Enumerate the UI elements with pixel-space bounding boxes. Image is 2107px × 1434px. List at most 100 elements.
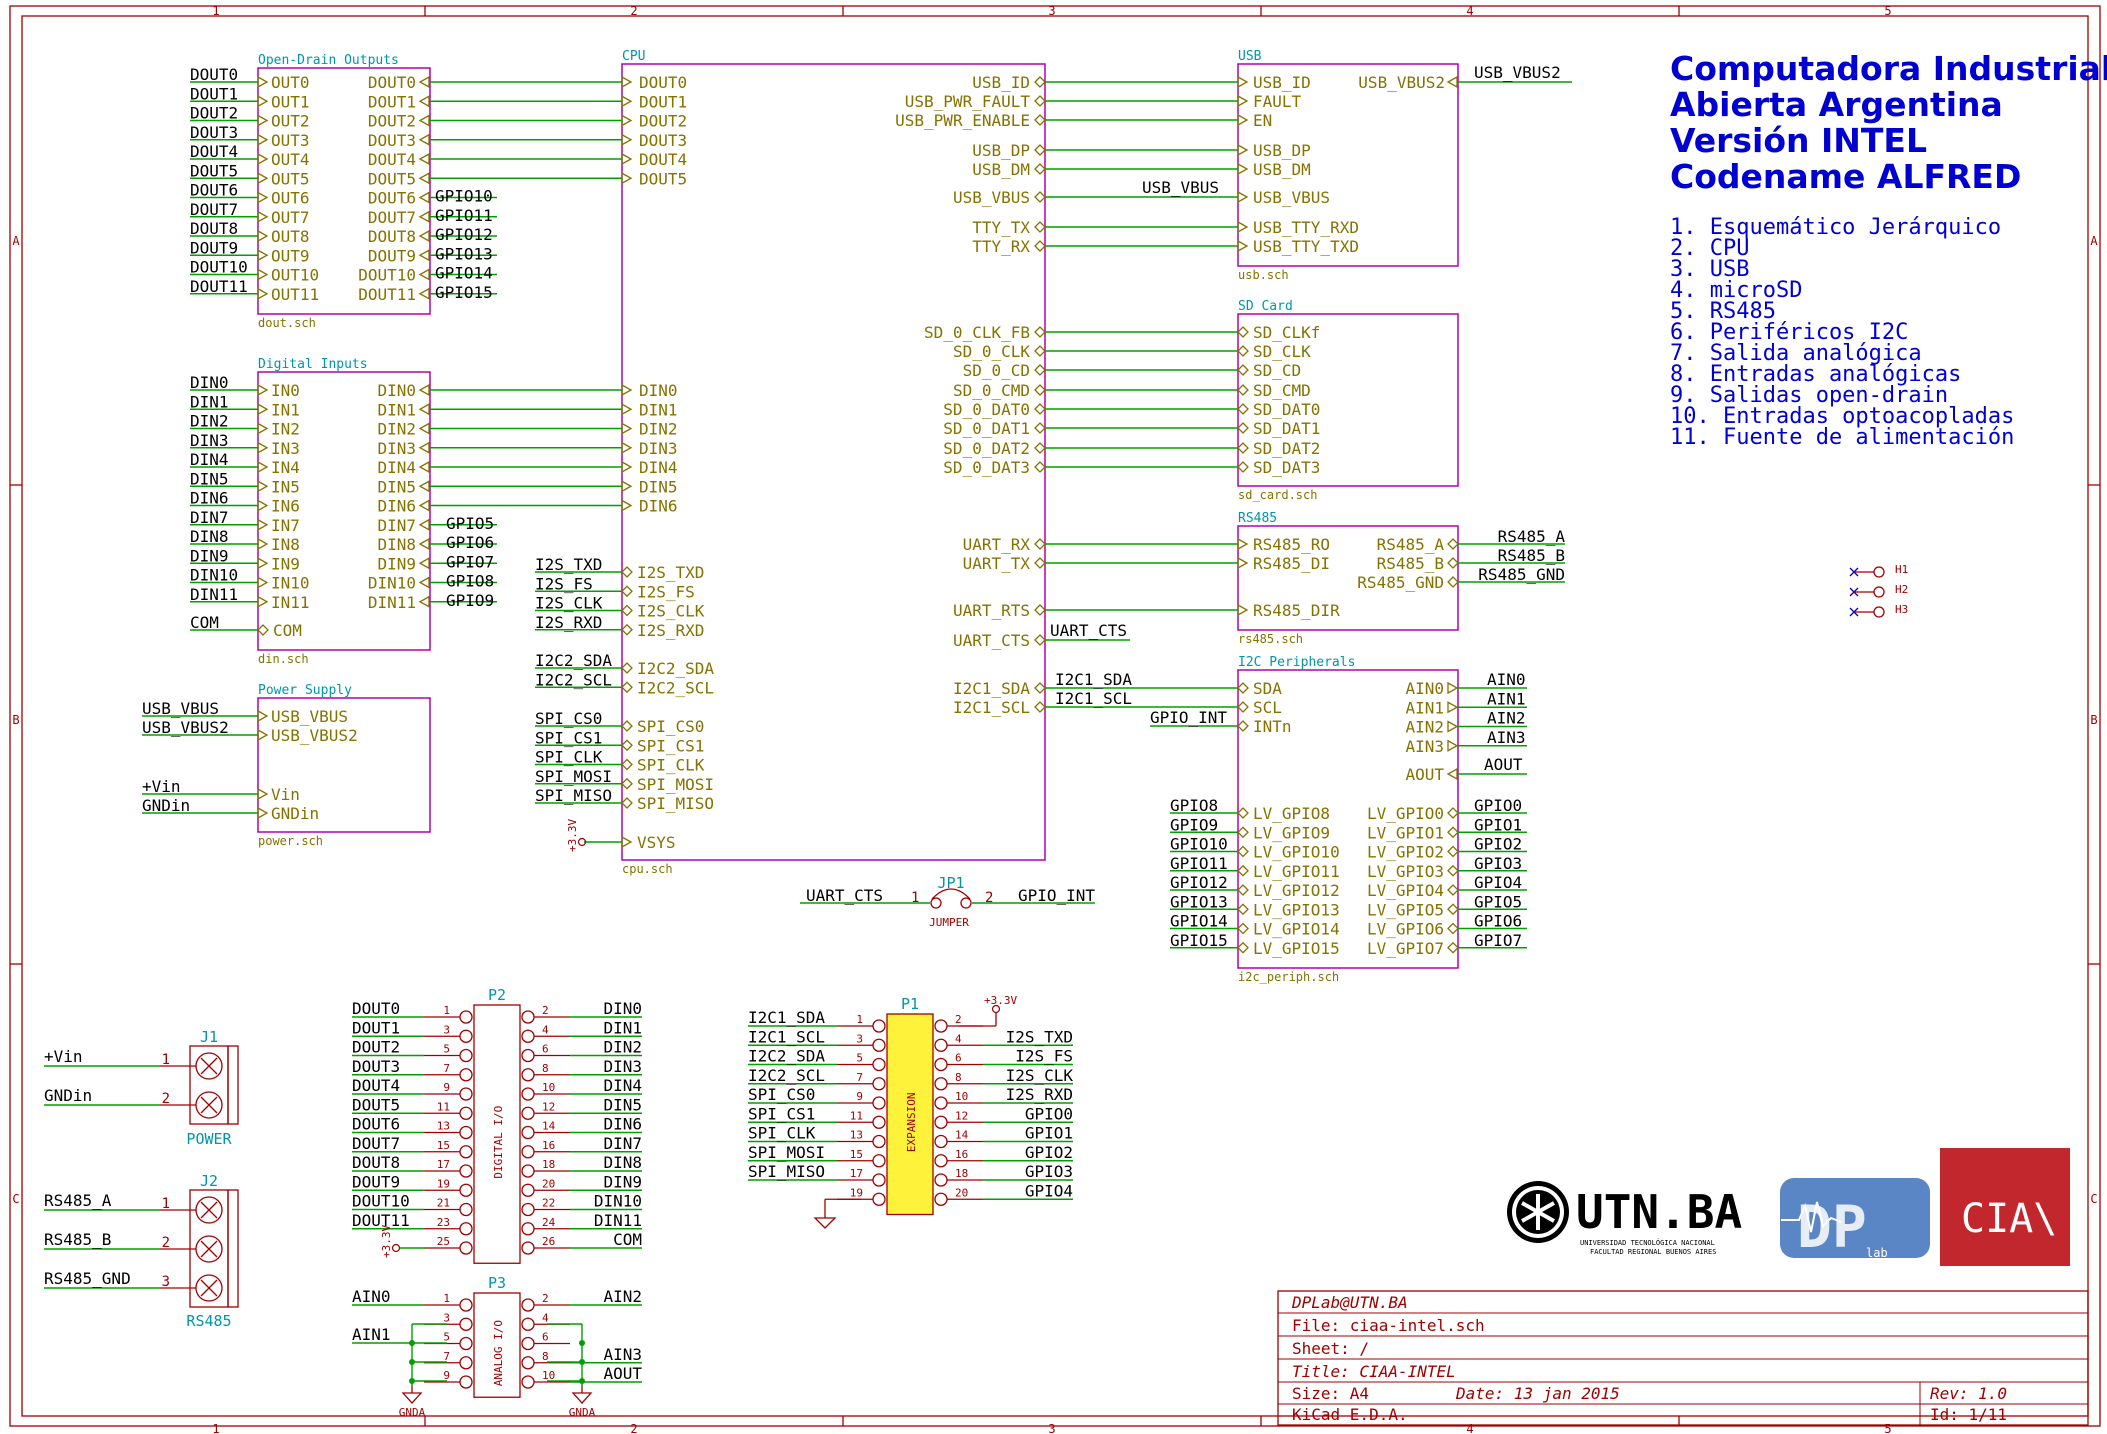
sheet-pin-marker bbox=[1237, 941, 1249, 954]
p1-net-left: I2C2_SCL bbox=[748, 1066, 825, 1085]
sheet-pin-marker bbox=[1237, 162, 1249, 176]
p2-body bbox=[473, 1004, 521, 1264]
cpu-spi-net: SPI_CLK bbox=[535, 748, 603, 767]
junction bbox=[579, 1340, 585, 1346]
i2c-lvl-pin: LV_GPIO13 bbox=[1253, 900, 1340, 919]
rs485-pin: RS485_DIR bbox=[1253, 601, 1340, 620]
jumper-pin1: 1 bbox=[911, 890, 919, 906]
p3-pin-num: 6 bbox=[542, 1331, 549, 1344]
cpu-usb-pin: USB_PWR_FAULT bbox=[905, 92, 1031, 111]
sheet-pin-marker bbox=[418, 75, 430, 89]
cpu-sd-pin: SD_0_CD bbox=[963, 361, 1030, 380]
gnda-label: GNDA bbox=[399, 1406, 426, 1419]
sheet-pin-marker bbox=[1034, 604, 1046, 616]
cpu-i2s-net: I2S_TXD bbox=[535, 555, 602, 574]
cpu-i2s-net: I2S_CLK bbox=[535, 594, 603, 613]
p2-pad bbox=[459, 1202, 473, 1217]
p2-pin-num: 14 bbox=[542, 1120, 556, 1133]
i2c-ain-net: AIN2 bbox=[1487, 709, 1526, 728]
power-pin: GNDin bbox=[271, 804, 319, 823]
din-sheet-file: din.sch bbox=[258, 652, 309, 666]
cpu-pin-dout: DOUT3 bbox=[639, 131, 687, 150]
sheet-pin-marker bbox=[1237, 345, 1249, 357]
junction bbox=[409, 1359, 415, 1365]
i2c-pin: INTn bbox=[1253, 717, 1292, 736]
p1-net-right: GPIO4 bbox=[1025, 1181, 1073, 1200]
sheet-pin-marker bbox=[621, 585, 633, 598]
p3-pad bbox=[521, 1298, 535, 1312]
j1-net: GNDin bbox=[44, 1086, 92, 1105]
sheet-pin-marker bbox=[1237, 903, 1249, 916]
sheet-pin-marker bbox=[1034, 384, 1046, 396]
p1-value: EXPANSION bbox=[905, 1092, 918, 1152]
cpu-uartcts-net: UART_CTS bbox=[1050, 621, 1127, 640]
rs485-pin: RS485_DI bbox=[1253, 554, 1330, 573]
j2-pin-num: 1 bbox=[162, 1196, 170, 1212]
sheet-pin-marker bbox=[257, 210, 269, 223]
p2-net-left: DOUT8 bbox=[352, 1153, 400, 1172]
dout-net-left: DOUT9 bbox=[190, 238, 238, 257]
jumper-value: JUMPER bbox=[929, 916, 969, 929]
i2c-lvr-pin: LV_GPIO4 bbox=[1367, 881, 1444, 900]
din-pin-left: IN8 bbox=[271, 535, 300, 554]
i2c-lvr-net: GPIO0 bbox=[1474, 796, 1522, 815]
dout-net-right: GPIO12 bbox=[435, 225, 493, 244]
p3-pin-num: 7 bbox=[443, 1350, 450, 1363]
sheet-pin-marker bbox=[257, 95, 269, 108]
dout-net-left: DOUT1 bbox=[190, 84, 238, 103]
p2-net-left: DOUT11 bbox=[352, 1211, 410, 1230]
j1-ref: J1 bbox=[200, 1028, 218, 1046]
vsys-power-label: +3.3V bbox=[566, 819, 579, 852]
sheet-pin-marker bbox=[1446, 767, 1458, 781]
i2c-lvl-net: GPIO9 bbox=[1170, 815, 1218, 834]
p2-pad bbox=[459, 1125, 473, 1140]
sd-sheet-file: sd_card.sch bbox=[1238, 488, 1317, 502]
p3-pad bbox=[521, 1356, 535, 1370]
dout-net-right: GPIO11 bbox=[435, 206, 493, 225]
p2-net-right: DIN10 bbox=[594, 1192, 642, 1211]
p1-pad bbox=[934, 1173, 948, 1187]
p3-pin-num: 1 bbox=[443, 1292, 450, 1305]
sheet-pin-marker bbox=[1237, 537, 1249, 551]
sheet-pin-marker bbox=[257, 499, 269, 512]
p2-net-left: DOUT7 bbox=[352, 1134, 400, 1153]
din-net-right: GPIO9 bbox=[446, 591, 494, 610]
p3-net-right: AIN2 bbox=[603, 1287, 642, 1306]
p1-pad bbox=[872, 1192, 886, 1206]
din-pin-left: IN6 bbox=[271, 497, 300, 516]
i2c-aout-net: AOUT bbox=[1484, 755, 1523, 774]
power-sheet bbox=[257, 697, 431, 833]
p2-pin-num: 12 bbox=[542, 1100, 555, 1113]
sheet-pin-marker bbox=[1034, 442, 1046, 454]
col-mark: 1 bbox=[212, 1422, 219, 1434]
sheet-pin-marker bbox=[1237, 603, 1249, 617]
cpu-spi-net: SPI_MOSI bbox=[535, 767, 612, 786]
dout-pin-right: DOUT11 bbox=[358, 285, 416, 304]
i2c-lvr-net: GPIO4 bbox=[1474, 873, 1522, 892]
cpu-usbd-pin: USB_DP bbox=[972, 141, 1030, 160]
sheet-pin-marker bbox=[418, 114, 430, 127]
connectors: 1+Vin2GNDinJ1POWER1RS485_A2RS485_B3RS485… bbox=[44, 986, 1073, 1419]
i2c-lvl-net: GPIO8 bbox=[1170, 796, 1218, 815]
sheet-pin-marker bbox=[621, 95, 633, 108]
sheet-pin-marker bbox=[257, 728, 269, 742]
sheet-pin-marker bbox=[418, 268, 430, 281]
sheet-pin-marker bbox=[418, 172, 430, 185]
sheet-pin-marker bbox=[257, 403, 269, 416]
p2-pin-num: 8 bbox=[542, 1062, 549, 1075]
din-pin-left: IN3 bbox=[271, 439, 300, 458]
din-pin-left: IN11 bbox=[271, 593, 310, 612]
sd-sheet-name: SD Card bbox=[1238, 299, 1293, 314]
sheet-pin-marker bbox=[1034, 557, 1046, 569]
col-mark: 1 bbox=[212, 4, 219, 18]
p1-pin-num: 11 bbox=[850, 1109, 863, 1122]
jumper-ref: JP1 bbox=[937, 874, 964, 892]
dout-pin-left: OUT11 bbox=[271, 285, 319, 304]
sheet-pin-marker bbox=[257, 806, 269, 820]
dout-pin-left: OUT9 bbox=[271, 246, 310, 265]
p1-net-right: I2S_CLK bbox=[1006, 1066, 1074, 1085]
cpu-uart-pin: UART_TX bbox=[963, 554, 1031, 573]
p2-net-left: DOUT2 bbox=[352, 1038, 400, 1057]
power-net: USB_VBUS2 bbox=[142, 718, 229, 737]
